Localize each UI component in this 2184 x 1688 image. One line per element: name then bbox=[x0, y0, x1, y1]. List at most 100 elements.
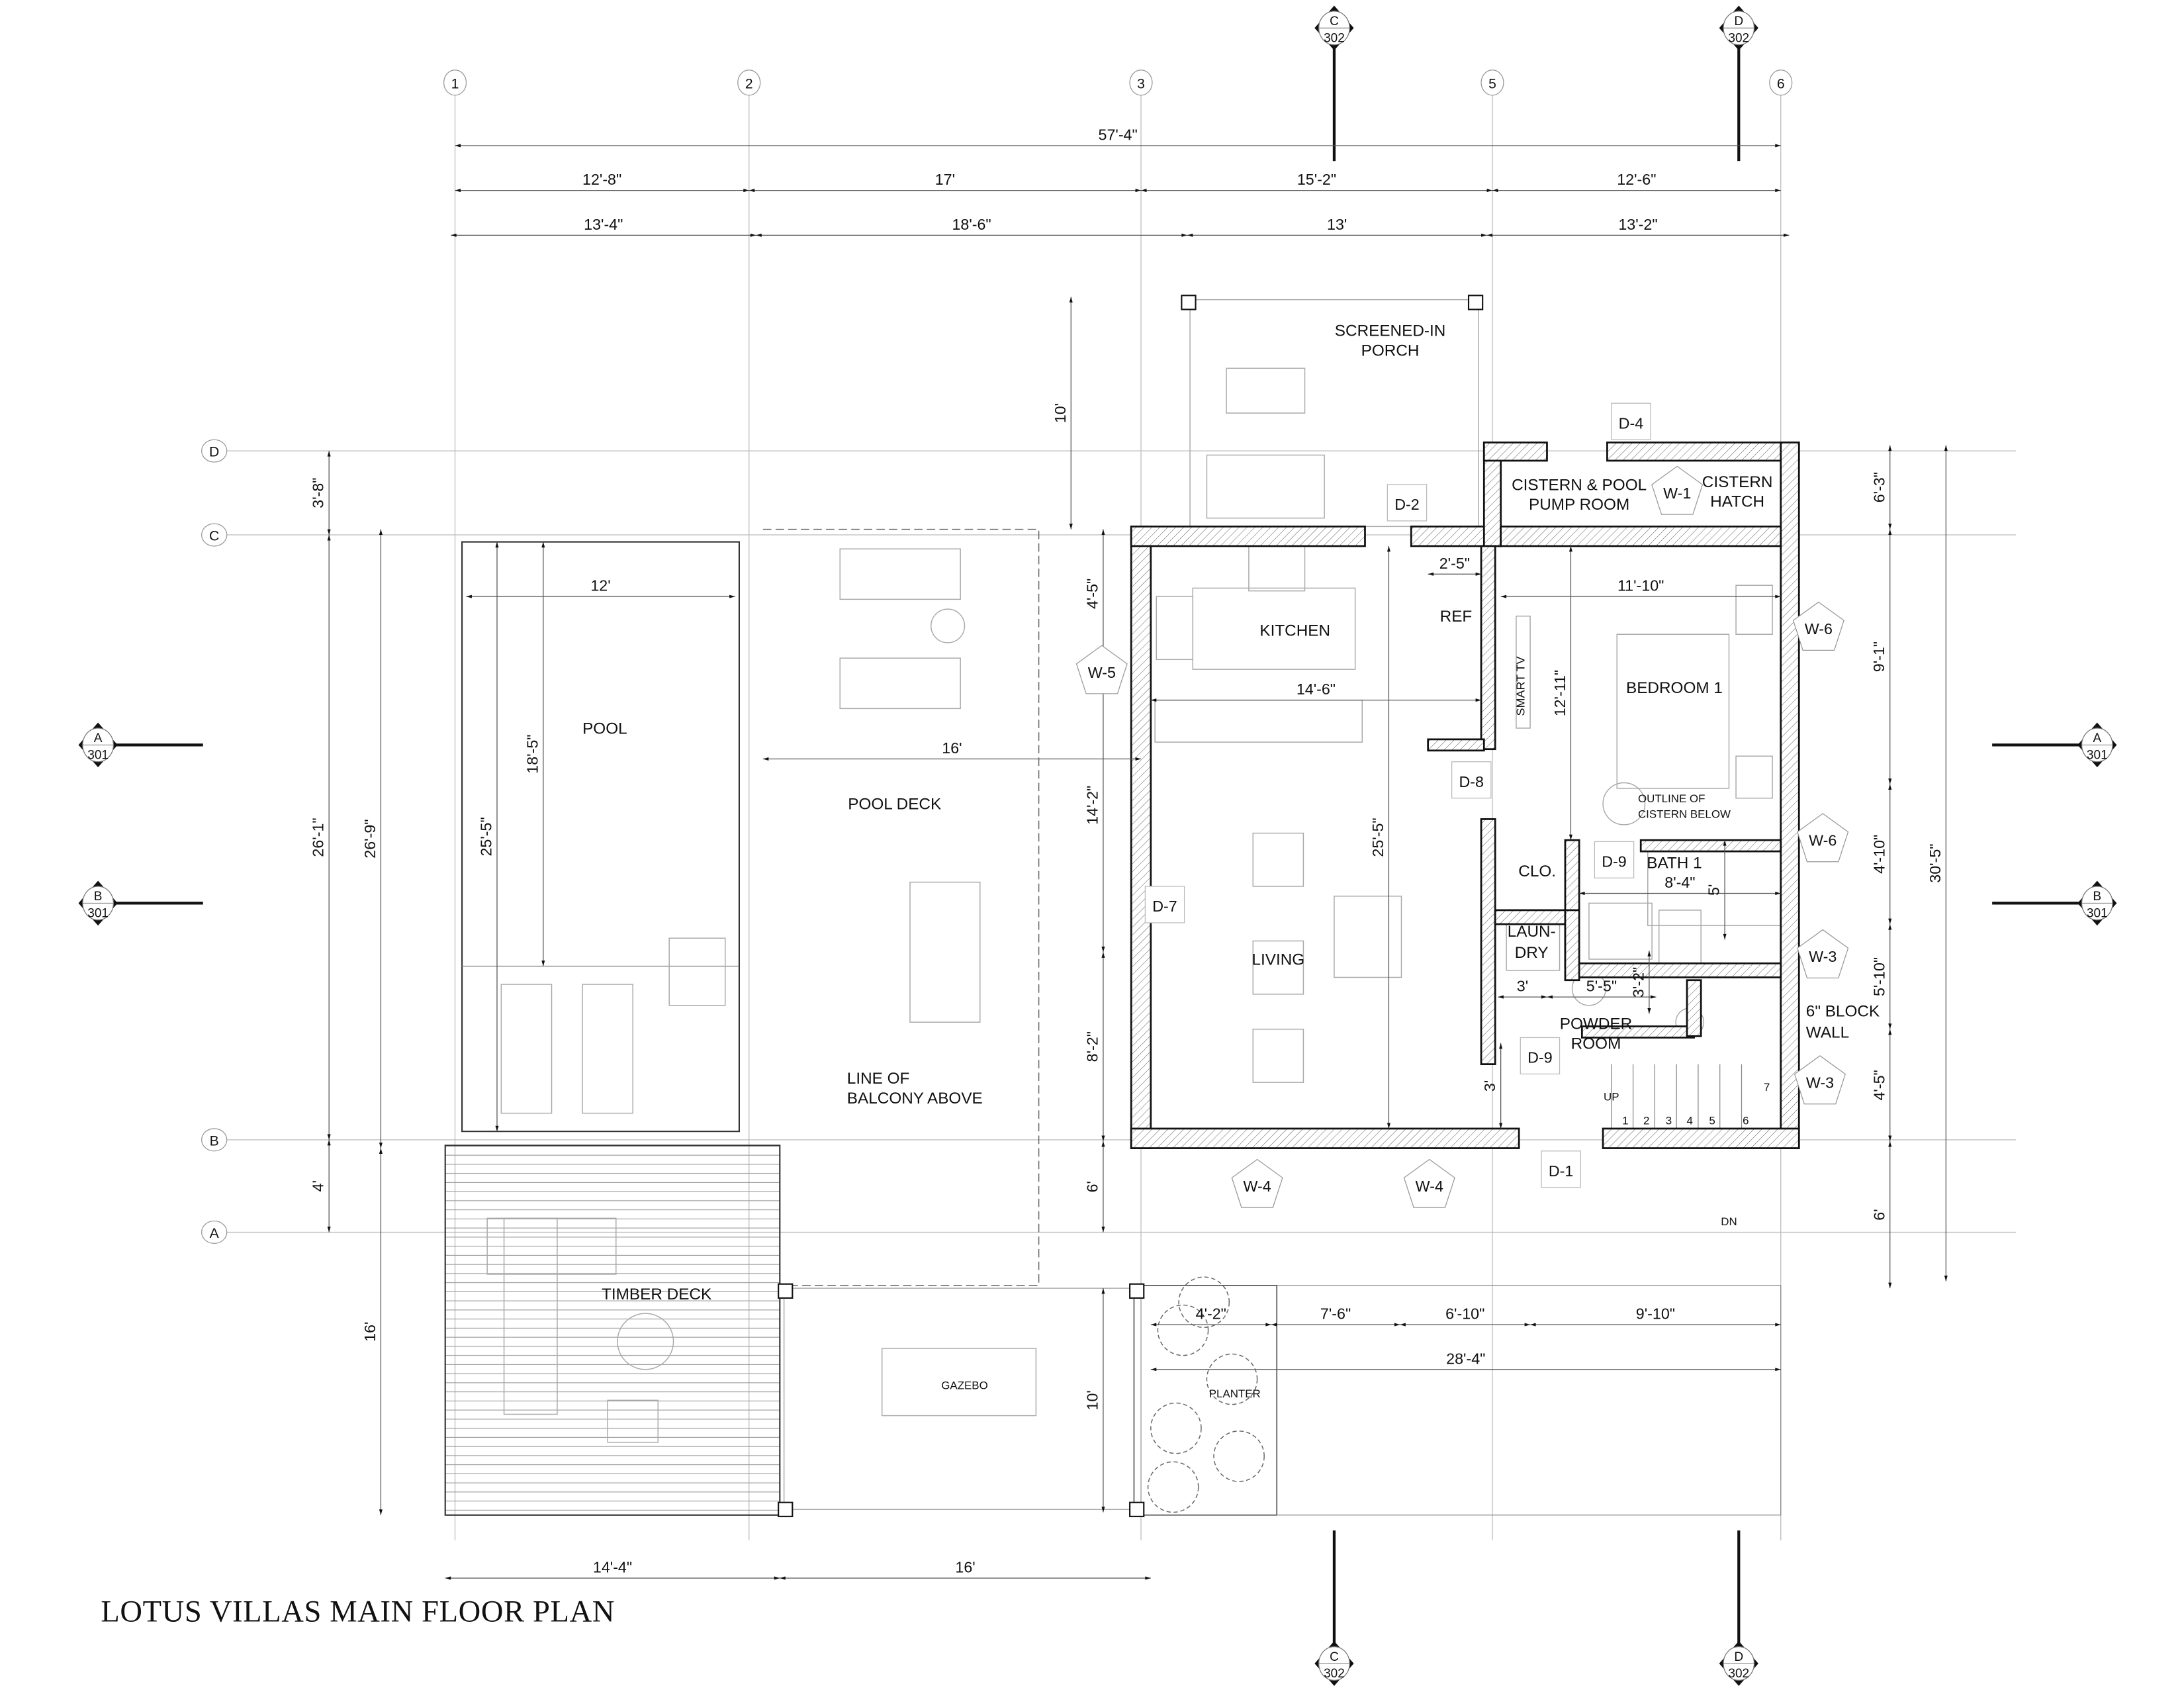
section-letter: B bbox=[94, 890, 103, 904]
room-label: KITCHEN bbox=[1259, 622, 1330, 639]
section-sheet: 301 bbox=[87, 907, 109, 921]
room-label: SCREENED-IN bbox=[1335, 322, 1446, 340]
furniture-item bbox=[1516, 615, 1531, 729]
room-label: LIVING bbox=[1251, 951, 1304, 968]
dimension-label: 10' bbox=[1083, 1390, 1101, 1410]
timber-deck bbox=[444, 1145, 781, 1516]
post bbox=[1181, 295, 1197, 310]
room-label: DRY bbox=[1515, 944, 1549, 962]
dimension-label: 30'-5" bbox=[1927, 843, 1944, 882]
dimension-label: 9'-1" bbox=[1870, 641, 1888, 672]
dimension-label: 16' bbox=[955, 1558, 975, 1575]
grid-bubble bbox=[201, 1128, 228, 1152]
section-letter: A bbox=[94, 731, 103, 745]
dimension-label: 17' bbox=[935, 171, 955, 188]
grid-bubble bbox=[201, 1220, 228, 1244]
wall bbox=[1686, 979, 1702, 1037]
stair-number: 2 bbox=[1643, 1115, 1649, 1127]
furniture-item bbox=[1156, 596, 1194, 661]
section-letter: D bbox=[1734, 1650, 1743, 1664]
dimension-label: 13' bbox=[1327, 216, 1347, 233]
grid-column-label: 2 bbox=[745, 76, 753, 91]
pool bbox=[461, 541, 741, 1133]
wall bbox=[1482, 442, 1548, 462]
dimension-label: 12'-11" bbox=[1551, 670, 1569, 716]
stair-number: 6 bbox=[1743, 1115, 1749, 1127]
furniture-item bbox=[1192, 587, 1356, 670]
wall bbox=[1606, 442, 1800, 462]
window-tag-pentagon-icon bbox=[1797, 929, 1849, 978]
plant-icon bbox=[1178, 1276, 1230, 1329]
door-tag: D-8 bbox=[1459, 773, 1484, 790]
furniture-item bbox=[582, 984, 633, 1114]
wall bbox=[1602, 1127, 1800, 1149]
room-label: REF bbox=[1440, 608, 1473, 626]
plant-icon bbox=[1206, 1353, 1258, 1405]
furniture-item bbox=[839, 657, 961, 710]
window-tag: W-1 bbox=[1663, 485, 1691, 502]
furniture-item bbox=[1616, 633, 1730, 789]
dimensions: 57'-4"12'-8"17'15'-2"12'-6"13'-4"18'-6"1… bbox=[310, 126, 1948, 1580]
post bbox=[778, 1283, 794, 1299]
room-label: CISTERN & POOL bbox=[1512, 476, 1647, 494]
window-tag: W-3 bbox=[1809, 948, 1837, 965]
door-tag: D-1 bbox=[1549, 1162, 1573, 1180]
grid-row-label: C bbox=[209, 529, 219, 544]
stair-number: 3 bbox=[1666, 1115, 1672, 1127]
window-tag-pentagon-icon bbox=[1792, 601, 1844, 651]
furniture-item bbox=[1226, 367, 1306, 414]
window-tag: W-4 bbox=[1244, 1178, 1271, 1195]
dimension-label: 6' bbox=[1083, 1181, 1101, 1192]
dimension-label: 12' bbox=[590, 577, 610, 594]
dimension-label: 14'-2" bbox=[1083, 786, 1101, 825]
dimension-label: 5'-10" bbox=[1870, 957, 1888, 996]
dimension-label: 7'-6" bbox=[1320, 1305, 1351, 1323]
grid-row-label: D bbox=[209, 445, 219, 460]
balcony-line bbox=[762, 528, 1040, 1286]
section-sheet: 301 bbox=[2087, 907, 2108, 921]
window-tag: W-6 bbox=[1805, 620, 1833, 637]
dimension-label: 25'-5" bbox=[478, 817, 495, 856]
furniture-item bbox=[503, 1217, 558, 1415]
entry-platform bbox=[1277, 1285, 1782, 1516]
grid-row-label: B bbox=[210, 1133, 219, 1149]
dimension-label: 6'-10" bbox=[1445, 1305, 1484, 1323]
dimension-label: 6' bbox=[1870, 1209, 1888, 1220]
section-sheet: 302 bbox=[1324, 31, 1345, 45]
wall bbox=[1427, 738, 1485, 752]
dimension-label: 13'-2" bbox=[1618, 216, 1657, 233]
dimension-label: 16' bbox=[361, 1321, 379, 1341]
grid-bubble bbox=[201, 523, 228, 547]
window-tag-pentagon-icon bbox=[1651, 465, 1704, 515]
post bbox=[1129, 1501, 1145, 1517]
room-label: TIMBER DECK bbox=[602, 1286, 711, 1303]
section-sheet: 302 bbox=[1728, 31, 1749, 45]
grid-row-label: A bbox=[210, 1226, 220, 1241]
furniture-item bbox=[1735, 585, 1773, 635]
room-label: PUMP ROOM bbox=[1529, 496, 1629, 514]
door-tag-box bbox=[1144, 886, 1185, 923]
window-tag-pentagon-icon bbox=[1794, 1055, 1846, 1105]
room-label: PORCH bbox=[1361, 342, 1420, 359]
furniture-item bbox=[1252, 832, 1304, 887]
window-tag-pentagon-icon bbox=[1075, 645, 1128, 694]
room-label: ROOM bbox=[1571, 1035, 1621, 1053]
room-label: WALL bbox=[1806, 1023, 1849, 1041]
window-tag-pentagon-icon bbox=[1797, 813, 1849, 863]
grid-bubble bbox=[201, 439, 228, 463]
grid-column-label: 5 bbox=[1488, 76, 1496, 91]
section-letter: D bbox=[1734, 15, 1743, 28]
dimension-label: 4'-5" bbox=[1870, 1070, 1888, 1100]
grid-column-label: 1 bbox=[451, 76, 459, 91]
dimension-label: 12'-6" bbox=[1617, 171, 1656, 188]
wall bbox=[1639, 839, 1782, 853]
furniture-item bbox=[1735, 755, 1773, 799]
room-label: SMART TV bbox=[1514, 657, 1527, 716]
stair-number: 7 bbox=[1764, 1081, 1770, 1094]
furniture-item bbox=[1154, 699, 1363, 743]
plant-icon bbox=[1157, 1304, 1209, 1356]
room-label: POWDER bbox=[1560, 1015, 1632, 1033]
wall bbox=[1578, 962, 1782, 978]
stair-number: 1 bbox=[1622, 1115, 1628, 1127]
